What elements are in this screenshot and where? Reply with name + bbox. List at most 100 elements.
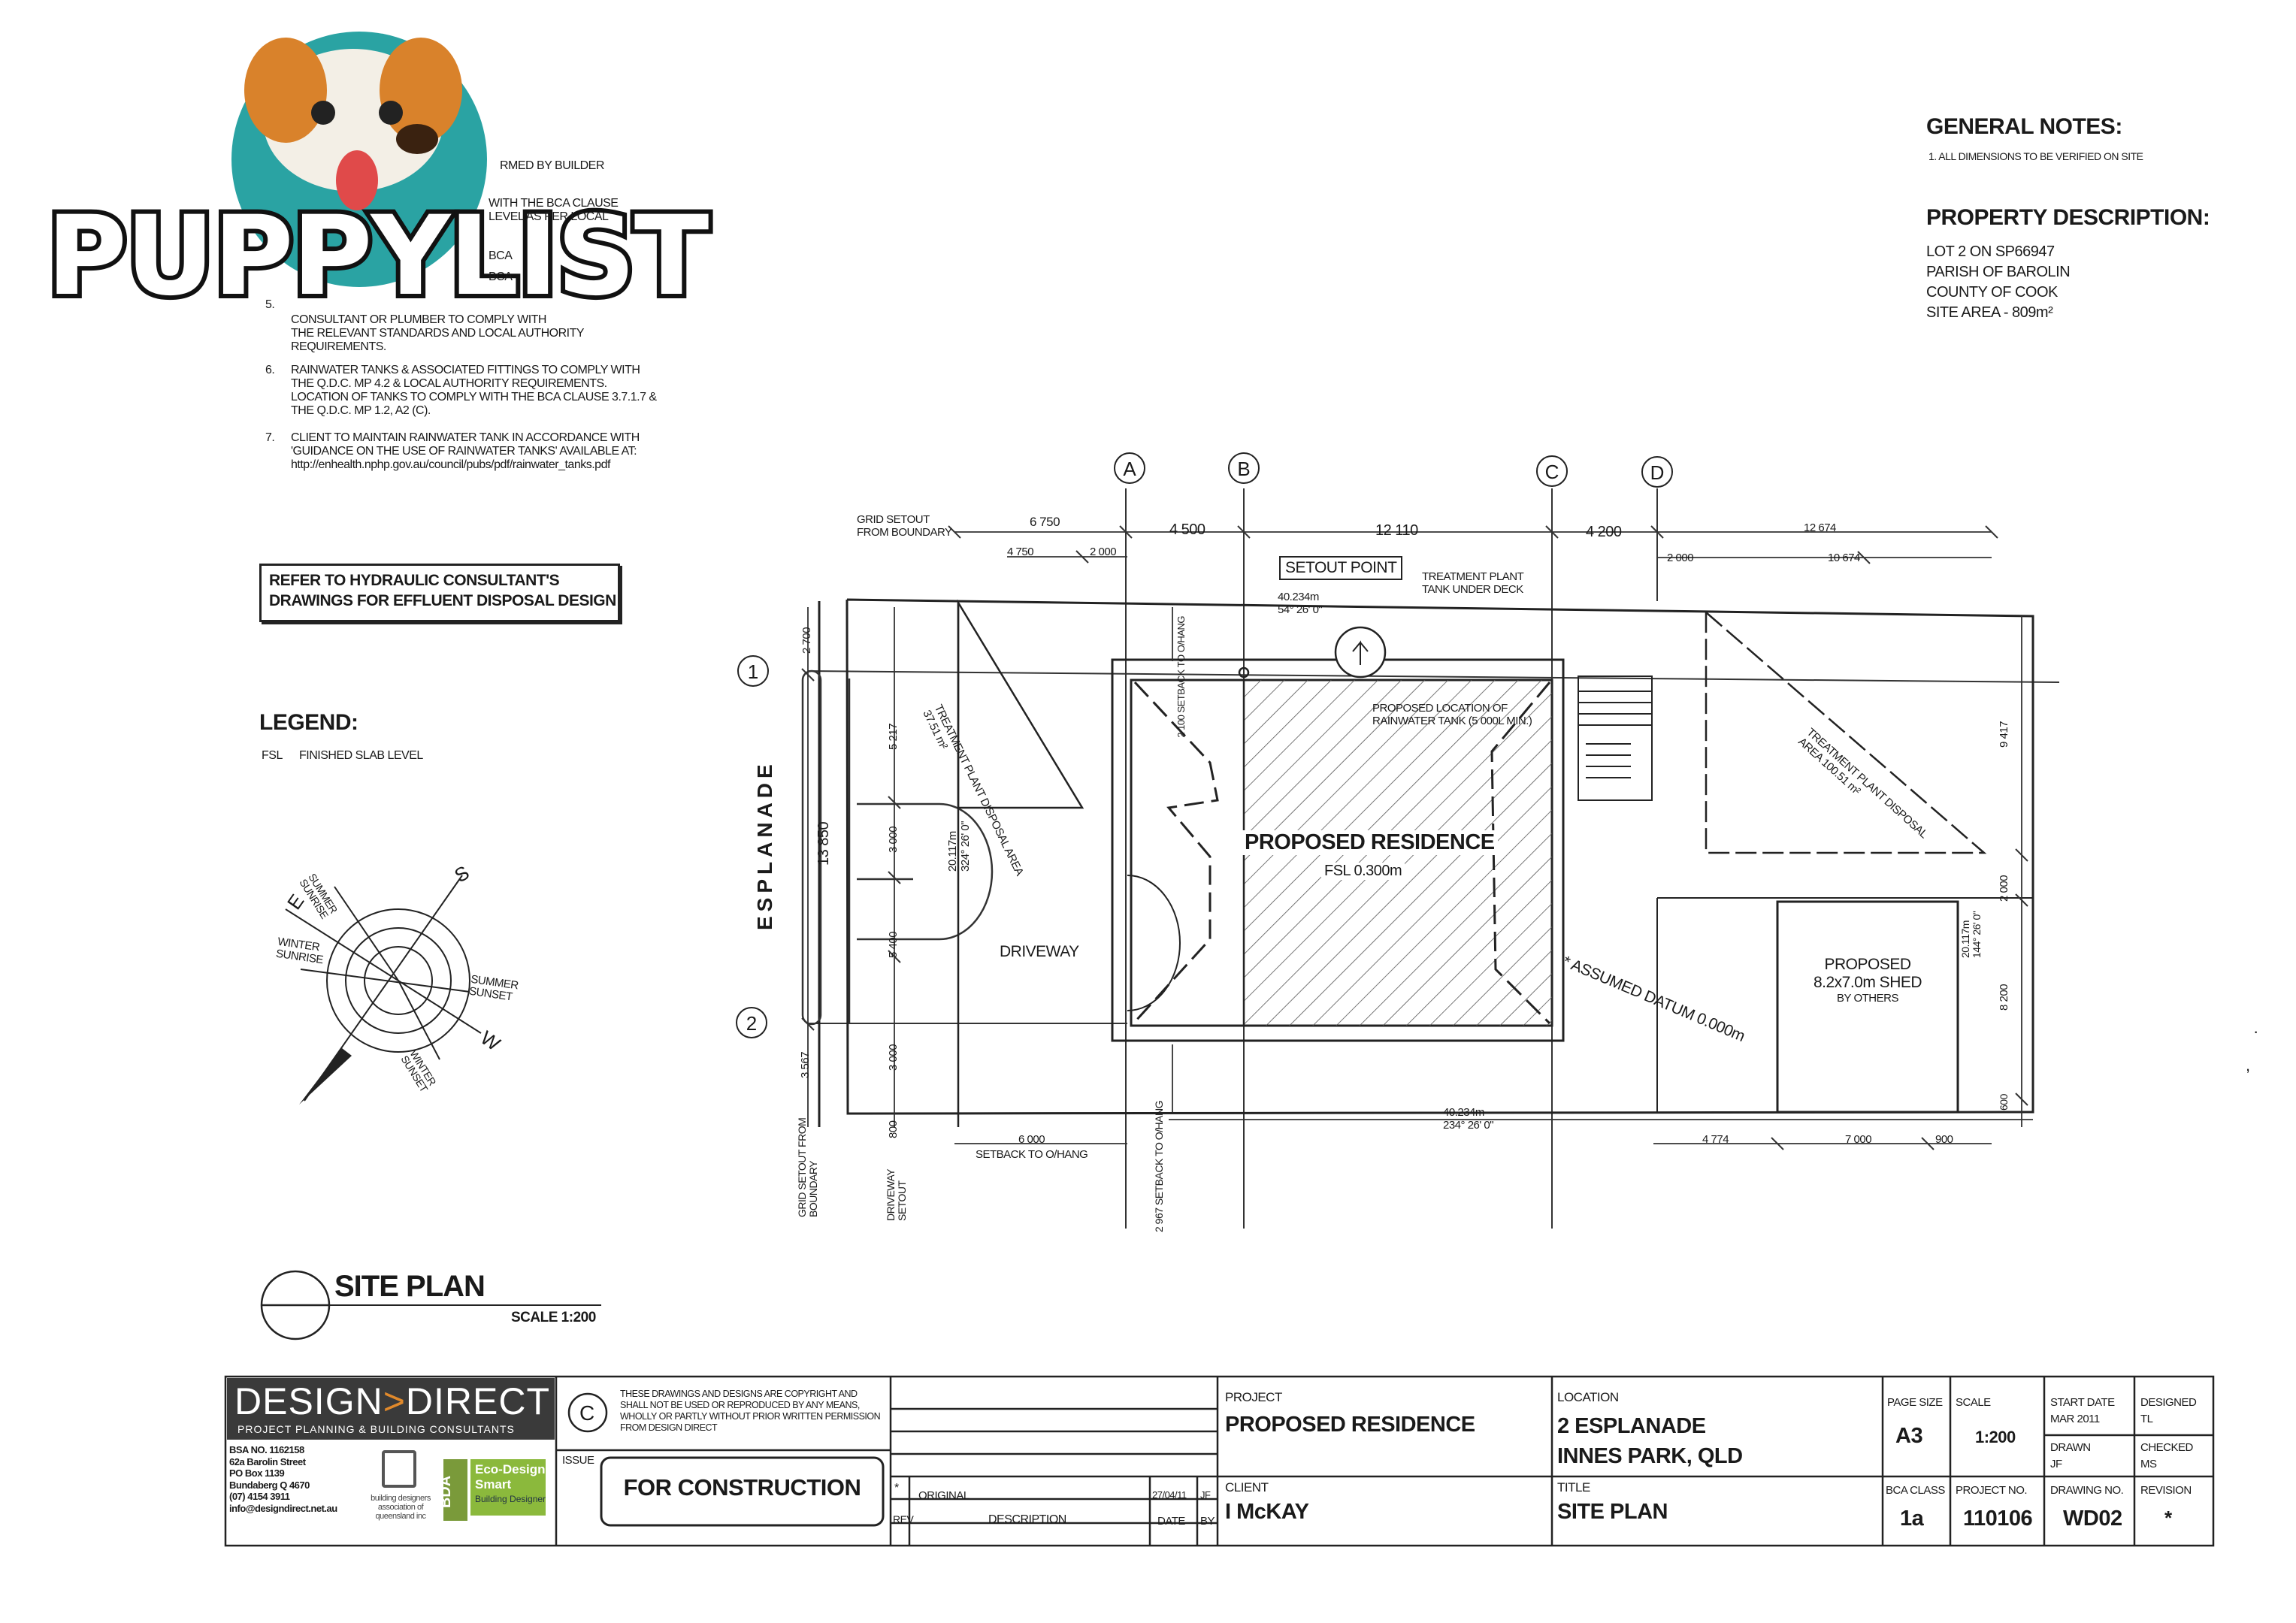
copyright-notice: THESE DRAWINGS AND DESIGNS ARE COPYRIGHT… — [620, 1389, 881, 1434]
hydraulic-note-line: DRAWINGS FOR EFFLUENT DISPOSAL DESIGN — [269, 592, 616, 610]
legend-meaning: FINISHED SLAB LEVEL — [299, 749, 423, 762]
note-fragment: WITH THE BCA CLAUSE — [489, 197, 619, 210]
dimension-ticks — [801, 525, 2028, 1150]
dog-eye-left — [311, 101, 335, 125]
firm-name: DESIGN>DIRECT — [234, 1380, 550, 1423]
dog-eye-right — [379, 101, 403, 125]
site-plan-scale: SCALE 1:200 — [511, 1310, 596, 1325]
grid-bubble-d — [1641, 456, 1673, 488]
contact-line: PO Box 1139 — [229, 1467, 285, 1479]
site-boundary — [818, 598, 2034, 1127]
dim-label: 4 200 — [1586, 524, 1622, 540]
dim-label: 4 750 — [1007, 546, 1034, 558]
dim-label: 5 217 — [887, 723, 900, 750]
note-text: 'GUIDANCE ON THE USE OF RAINWATER TANKS'… — [291, 445, 637, 458]
copyright-line: THESE DRAWINGS AND DESIGNS ARE COPYRIGHT… — [620, 1389, 858, 1399]
dim-label: 5 400 — [887, 931, 900, 958]
note-text: CLIENT TO MAINTAIN RAINWATER TANK IN ACC… — [291, 431, 640, 444]
bdaq-line: building designers — [371, 1494, 431, 1503]
issue-label: ISSUE — [562, 1454, 594, 1467]
copyright-line: FROM DESIGN DIRECT — [620, 1422, 718, 1433]
note-fragment: LEVEL AS PER LOCAL — [489, 210, 609, 223]
dim-label: 8 200 — [1998, 984, 2010, 1011]
bca-class-label: BCA CLASS — [1886, 1484, 1945, 1497]
note-line: TANK UNDER DECK — [1422, 582, 1523, 596]
grid-setout-line: FROM BOUNDARY — [857, 525, 952, 539]
project-label: PROJECT — [1225, 1390, 1282, 1404]
ink-mark: · — [2253, 1022, 2258, 1041]
bda-text: BDA — [437, 1475, 455, 1509]
grid-label-d: D — [1650, 461, 1665, 484]
dim-label: 2 000 — [1090, 546, 1117, 558]
col-date: DATE — [1157, 1515, 1185, 1528]
dim-label: 2 700 — [800, 627, 813, 654]
dim-label: 4 500 — [1169, 521, 1205, 538]
bdaq-line: association of — [377, 1503, 424, 1513]
col-desc: DESCRIPTION — [988, 1513, 1066, 1526]
revision-value: * — [2164, 1507, 2172, 1529]
grid-bubble-a — [1114, 452, 1145, 484]
dim-label: 13 850 — [815, 821, 832, 866]
scale-label: SCALE — [1956, 1396, 1991, 1409]
contact-line: Bundaberg Q 4670 — [229, 1479, 310, 1491]
rev-star: * — [894, 1482, 899, 1495]
general-notes-title: GENERAL NOTES: — [1926, 114, 2122, 139]
scale-value: 1:200 — [1975, 1428, 2016, 1446]
project-no-label: PROJECT NO. — [1956, 1484, 2028, 1497]
copyright-line: SHALL NOT BE USED OR REPRODUCED BY ANY M… — [620, 1400, 860, 1410]
note-text: THE RELEVANT STANDARDS AND LOCAL AUTHORI… — [291, 327, 585, 340]
rev-by: JF — [1200, 1489, 1211, 1501]
bdaq-logo: building designers association of queens… — [359, 1450, 442, 1525]
eco-badge: Eco-Design Smart Building Designer — [470, 1459, 546, 1516]
treatment-tank-note: TREATMENT PLANT TANK UNDER DECK — [1422, 570, 1524, 596]
note-line: TREATMENT PLANT — [1422, 570, 1524, 583]
setout-point-marker — [1238, 666, 1250, 679]
firm-name-2: DIRECT — [405, 1380, 551, 1422]
property-line: COUNTY OF COOK — [1926, 284, 2058, 301]
shed-line: BY OTHERS — [1837, 992, 1898, 1005]
esplanade-kerb — [801, 669, 994, 1026]
col-rev: REV — [893, 1513, 914, 1525]
revision-label: REVISION — [2140, 1484, 2192, 1497]
grid-setout-line: GRID SETOUT — [857, 513, 930, 526]
grid-bubble-1 — [737, 655, 769, 687]
note-text: THE Q.D.C. MP 1.2, A2 (C). — [291, 404, 431, 417]
setback-line: TO O/HANG — [1153, 1101, 1165, 1156]
dim-label: 800 — [887, 1120, 900, 1138]
note-text: REQUIREMENTS. — [291, 340, 386, 353]
title-value: SITE PLAN — [1557, 1500, 1668, 1524]
bca-class-value: 1a — [1900, 1507, 1924, 1531]
bearing-bottom: 40.234m 234° 26' 0" — [1443, 1106, 1494, 1132]
bearing-line: 40.234m — [1278, 591, 1319, 603]
site-plan-title: SITE PLAN — [334, 1270, 486, 1303]
hydraulic-note-line: REFER TO HYDRAULIC CONSULTANT'S — [269, 572, 560, 589]
bearing-line: 324° 26' 0" — [958, 821, 972, 872]
property-title: PROPERTY DESCRIPTION: — [1926, 205, 2210, 230]
note-number: 7. — [265, 431, 275, 444]
dim-label: 12 110 — [1375, 522, 1418, 539]
dog-tongue — [336, 150, 378, 210]
page-size-value: A3 — [1895, 1424, 1923, 1448]
start-date-value: MAR 2011 — [2050, 1413, 2100, 1425]
note-number: 5. — [265, 298, 275, 311]
dim-label: 10 674 — [1828, 552, 1860, 564]
eco-line: Building Designer — [475, 1494, 546, 1504]
shed-label: PROPOSED 8.2x7.0m SHED BY OTHERS — [1777, 956, 1958, 1005]
street-name-esplanade: ESPLANADE — [753, 760, 776, 930]
setback-line: SETBACK — [1175, 669, 1187, 713]
roof-lines — [1133, 681, 1551, 1025]
eco-design-logo: BDA Eco-Design Smart Building Designer — [437, 1452, 549, 1523]
dim-label: 3 567 — [799, 1051, 812, 1078]
location-line-1: 2 ESPLANADE — [1557, 1414, 1706, 1438]
dim-label: 6 750 — [1030, 515, 1060, 529]
compass-arrow — [299, 1048, 352, 1105]
firm-name-1: DESIGN — [234, 1380, 383, 1422]
client-label: CLIENT — [1225, 1480, 1269, 1495]
drawn-label: DRAWN — [2050, 1441, 2091, 1454]
note-fragment: RMED BY BUILDER — [500, 159, 604, 172]
bearing-line: 144° 26' 0" — [1970, 911, 1983, 958]
dim-label: 9 417 — [1998, 721, 2010, 748]
note-number: 6. — [265, 364, 275, 376]
dim-label: 3 000 — [887, 1044, 900, 1071]
location-label: LOCATION — [1557, 1390, 1619, 1404]
